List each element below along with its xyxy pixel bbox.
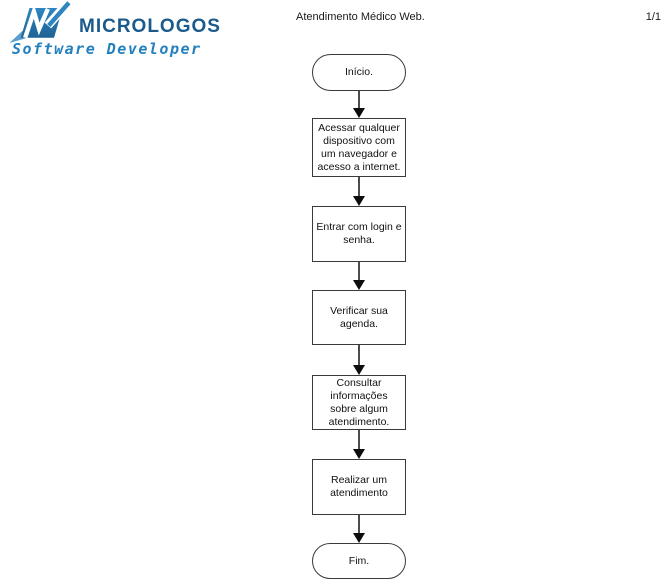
brand-name: Micrologos bbox=[79, 7, 221, 38]
page-number: 1/1 bbox=[645, 11, 661, 23]
arrow-head-icon bbox=[353, 365, 365, 375]
flow-node-step-3: Verificar sua agenda. bbox=[312, 290, 406, 345]
arrow-head-icon bbox=[353, 196, 365, 206]
flow-node-start: Início. bbox=[312, 54, 406, 91]
arrow-line bbox=[358, 345, 360, 365]
arrow-head-icon bbox=[353, 108, 365, 118]
flow-node-end: Fim. bbox=[312, 543, 406, 579]
flow-arrow bbox=[353, 515, 365, 543]
arrow-line bbox=[358, 91, 360, 108]
flow-arrow bbox=[353, 262, 365, 290]
arrow-head-icon bbox=[353, 449, 365, 459]
arrow-line bbox=[358, 515, 360, 533]
arrow-line bbox=[358, 177, 360, 196]
micrologos-logo: Micrologos Software Developer bbox=[6, 1, 221, 58]
arrow-head-icon bbox=[353, 533, 365, 543]
brand-tagline: Software Developer bbox=[12, 40, 202, 58]
flow-node-step-1: Acessar qualquer dispositivo com um nave… bbox=[312, 118, 406, 177]
flow-arrow bbox=[353, 177, 365, 206]
flow-node-step-5: Realizar um atendimento bbox=[312, 459, 406, 515]
flow-node-step-4: Consultar informações sobre algum atendi… bbox=[312, 375, 406, 430]
arrow-head-icon bbox=[353, 280, 365, 290]
flow-arrow bbox=[353, 345, 365, 375]
flow-node-step-2: Entrar com login e senha. bbox=[312, 206, 406, 262]
document-title: Atendimento Médico Web. bbox=[296, 11, 425, 23]
flow-arrow bbox=[353, 91, 365, 118]
micrologos-m-icon bbox=[9, 1, 72, 43]
flow-arrow bbox=[353, 430, 365, 459]
arrow-line bbox=[358, 262, 360, 280]
arrow-line bbox=[358, 430, 360, 449]
